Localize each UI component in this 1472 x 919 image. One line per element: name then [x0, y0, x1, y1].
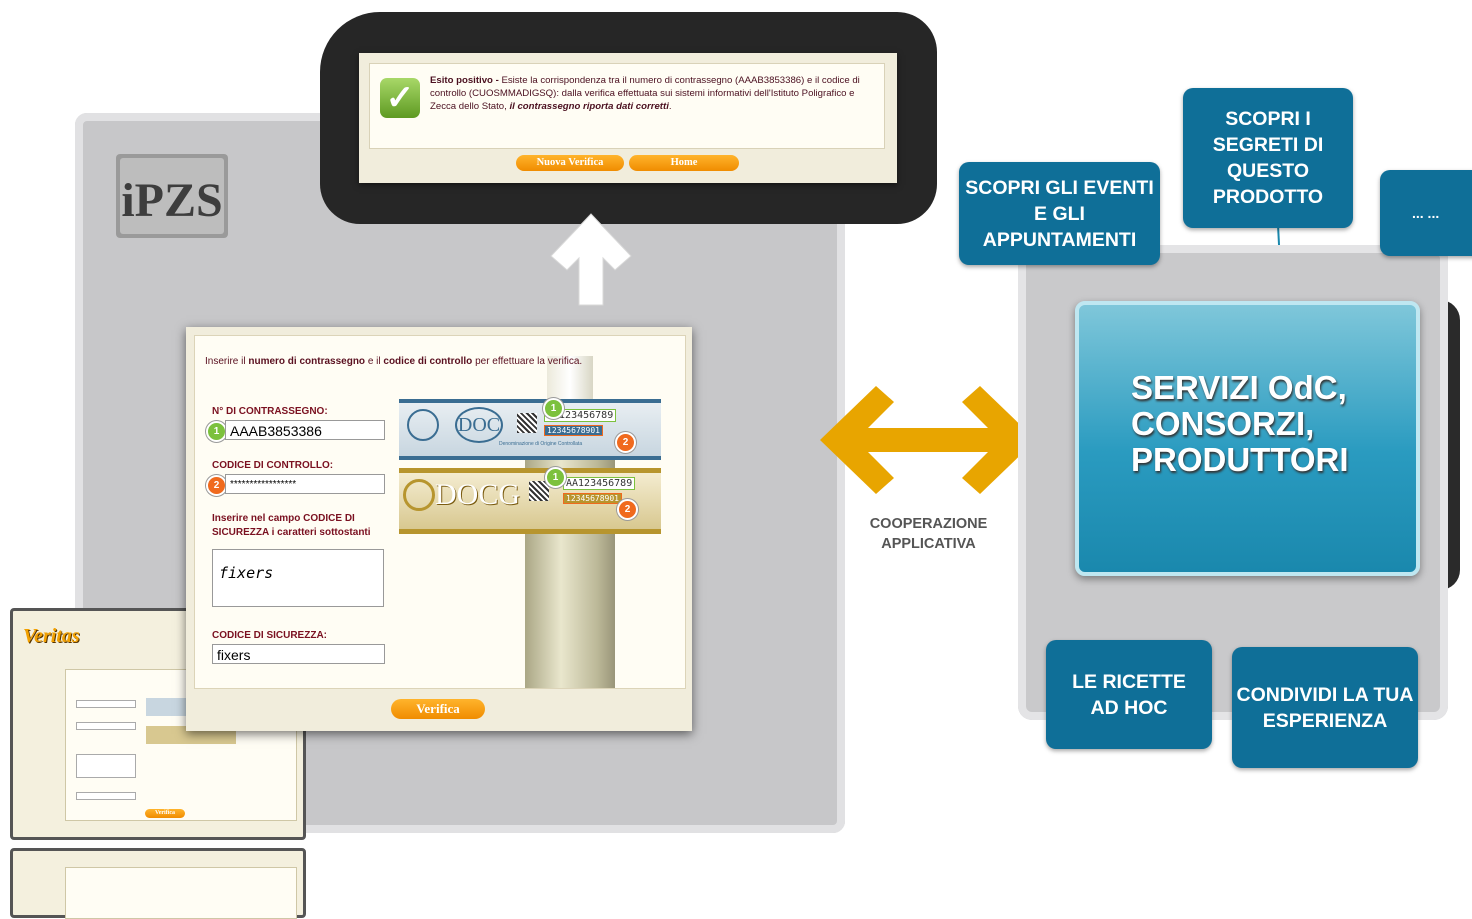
recipes-box: LE RICETTE AD HOC [1046, 640, 1212, 749]
cooperation-line1: COOPERAZIONE [869, 516, 988, 532]
secrets-label: SCOPRI I SEGRETI DI QUESTO PRODOTTO [1212, 108, 1324, 208]
contrassegno-label: N° DI CONTRASSEGNO: [212, 406, 328, 417]
result-title: Esito positivo - [430, 75, 499, 86]
thumbnail-field [76, 792, 136, 800]
controllo-label: CODICE DI CONTROLLO: [212, 460, 334, 471]
events-box: SCOPRI GLI EVENTI E GLI APPUNTAMENTI [959, 162, 1160, 265]
main-services-label: SERVIZI OdC, CONSORZI, PRODUTTORI [1131, 369, 1349, 478]
result-emphasis: il contrassegno riporta dati corretti [509, 101, 669, 112]
intro-text: e il [365, 356, 384, 367]
more-label: ... ... [1412, 205, 1440, 221]
contrassegno-input[interactable]: AAAB3853386 [225, 420, 385, 440]
cooperation-label: COOPERAZIONE APPLICATIVA [846, 514, 1011, 554]
share-box: CONDIVIDI LA TUA ESPERIENZA [1232, 647, 1418, 768]
result-message-box: ✓ Esito positivo - Esiste la corrisponde… [369, 63, 885, 149]
seal-icon [403, 479, 435, 511]
cooperation-line2: APPLICATIVA [881, 536, 976, 552]
result-popup: ✓ Esito positivo - Esiste la corrisponde… [359, 53, 897, 183]
badge-2-icon: 2 [615, 432, 636, 453]
events-label: SCOPRI GLI EVENTI E GLI APPUNTAMENTI [965, 176, 1154, 251]
stamp-number-2: 12345678901 [563, 493, 622, 504]
veritas-logo: Veritas [23, 625, 80, 647]
controllo-input[interactable]: ***************** [225, 474, 385, 494]
thumbnail-form-2 [65, 867, 297, 919]
seal-icon [407, 409, 439, 441]
form-instructions: Inserire il numero di contrassegno e il … [205, 356, 675, 367]
verification-form-card: Inserire il numero di contrassegno e il … [186, 327, 692, 731]
ipzs-logo: iPZS [116, 154, 228, 238]
stamp-caption: Denominazione di Origine Controllata [499, 441, 583, 447]
sicurezza-label: CODICE DI SICUREZZA: [212, 630, 327, 641]
checkmark-icon: ✓ [380, 78, 420, 118]
verify-button[interactable]: Verifica [391, 699, 485, 719]
captcha-image: fixers [212, 549, 384, 607]
badge-2-icon: 2 [617, 499, 638, 520]
thumbnail-field [76, 722, 136, 730]
thumbnail-captcha [76, 754, 136, 778]
verification-form: Inserire il numero di contrassegno e il … [194, 335, 686, 689]
thumbnail-screen-2 [10, 848, 306, 919]
doc-label: DOC [455, 407, 503, 443]
intro-bold-2: codice di controllo [383, 356, 473, 367]
stamp-number-2: 12345678901 [544, 425, 603, 436]
result-end: . [668, 101, 672, 112]
new-verification-button[interactable]: Nuova Verifica [516, 155, 624, 171]
stamp-number: AA123456789 [563, 477, 636, 490]
qr-code-icon [529, 481, 549, 501]
result-body: Esiste la corrispondenza tra il numero d… [430, 75, 860, 112]
badge-1-icon: 1 [543, 398, 564, 419]
docg-label: DOCG [435, 478, 521, 511]
double-arrow-icon [820, 386, 1036, 494]
intro-text: Inserire il [205, 356, 249, 367]
ipzs-logo-text: iPZS [121, 174, 222, 227]
badge-2-icon: 2 [206, 475, 227, 496]
secrets-box: SCOPRI I SEGRETI DI QUESTO PRODOTTO [1183, 88, 1353, 228]
more-box: ... ... [1380, 170, 1472, 256]
thumbnail-field [76, 700, 136, 708]
home-button[interactable]: Home [629, 155, 739, 171]
recipes-label: LE RICETTE AD HOC [1072, 670, 1186, 719]
captcha-instruction: Inserire nel campo CODICE DI SICUREZZA i… [212, 513, 371, 538]
share-label: CONDIVIDI LA TUA ESPERIENZA [1236, 683, 1414, 732]
intro-text: per effettuare la verifica. [472, 356, 583, 367]
up-arrow-icon [550, 213, 632, 306]
main-services-box: SERVIZI OdC, CONSORZI, PRODUTTORI [1075, 301, 1420, 576]
badge-1-icon: 1 [545, 467, 566, 488]
bottle-image [525, 426, 615, 688]
sicurezza-input[interactable]: fixers [212, 644, 385, 664]
badge-1-icon: 1 [206, 421, 227, 442]
result-message: Esito positivo - Esiste la corrispondenz… [430, 74, 880, 113]
qr-code-icon [517, 413, 537, 433]
thumbnail-verify-button: Verifica [145, 809, 185, 818]
intro-bold-1: numero di contrassegno [248, 356, 366, 367]
docg-stamp-image: DOCG AA123456789 12345678901 [399, 468, 661, 534]
